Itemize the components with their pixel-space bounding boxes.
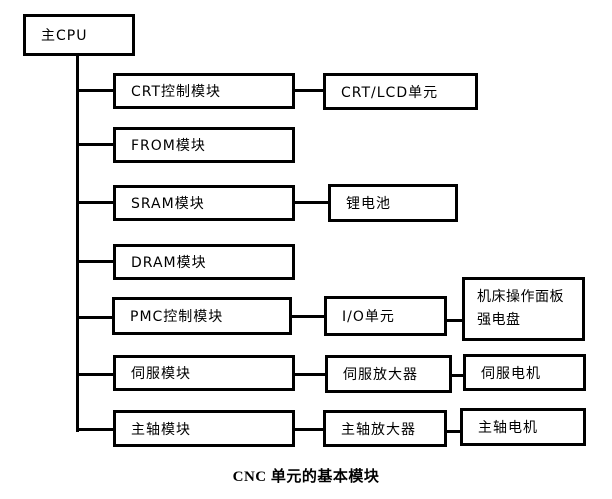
main-cpu-box: 主CPU xyxy=(23,14,135,56)
diagram-caption: CNC 单元的基本模块 xyxy=(232,469,380,485)
servo-motor-box: 伺服电机 xyxy=(463,354,586,391)
connector-spindle-to-amp xyxy=(295,428,323,431)
branch-line-dram xyxy=(77,260,114,263)
branch-line-servo xyxy=(77,373,114,376)
panel-line-1: 机床操作面板 xyxy=(477,288,564,305)
crt-control-module-box: CRT控制模块 xyxy=(113,73,295,109)
sram-module-box: SRAM模块 xyxy=(113,185,295,221)
branch-line-crt xyxy=(77,89,114,92)
trunk-line xyxy=(76,56,79,432)
branch-line-from xyxy=(77,143,114,146)
spindle-amplifier-box: 主轴放大器 xyxy=(323,410,447,447)
connector-pmc-to-io xyxy=(292,315,324,318)
spindle-module-box: 主轴模块 xyxy=(113,410,295,447)
crt-lcd-unit-box: CRT/LCD单元 xyxy=(323,73,478,110)
dram-module-box: DRAM模块 xyxy=(113,244,295,280)
panel-line-2: 强电盘 xyxy=(477,312,521,328)
connector-amp-to-servo-motor xyxy=(452,374,463,377)
spindle-motor-box: 主轴电机 xyxy=(460,408,586,446)
lithium-battery-box: 锂电池 xyxy=(328,184,458,222)
connector-amp-to-spindle-motor xyxy=(447,430,460,433)
connector-crt-to-crtlcd xyxy=(295,89,323,92)
from-module-box: FROM模块 xyxy=(113,127,295,163)
branch-line-sram xyxy=(77,201,114,204)
connector-sram-to-battery xyxy=(295,201,328,204)
servo-amplifier-box: 伺服放大器 xyxy=(325,355,452,393)
machine-operator-panel-box: 机床操作面板 强电盘 xyxy=(462,277,585,341)
connector-servo-to-amp xyxy=(295,373,325,376)
branch-line-spindle xyxy=(77,428,114,431)
pmc-control-module-box: PMC控制模块 xyxy=(112,297,292,335)
servo-module-box: 伺服模块 xyxy=(113,355,295,391)
connector-io-to-panel xyxy=(447,319,462,322)
io-unit-box: I/O单元 xyxy=(324,296,447,336)
branch-line-pmc xyxy=(77,316,114,319)
